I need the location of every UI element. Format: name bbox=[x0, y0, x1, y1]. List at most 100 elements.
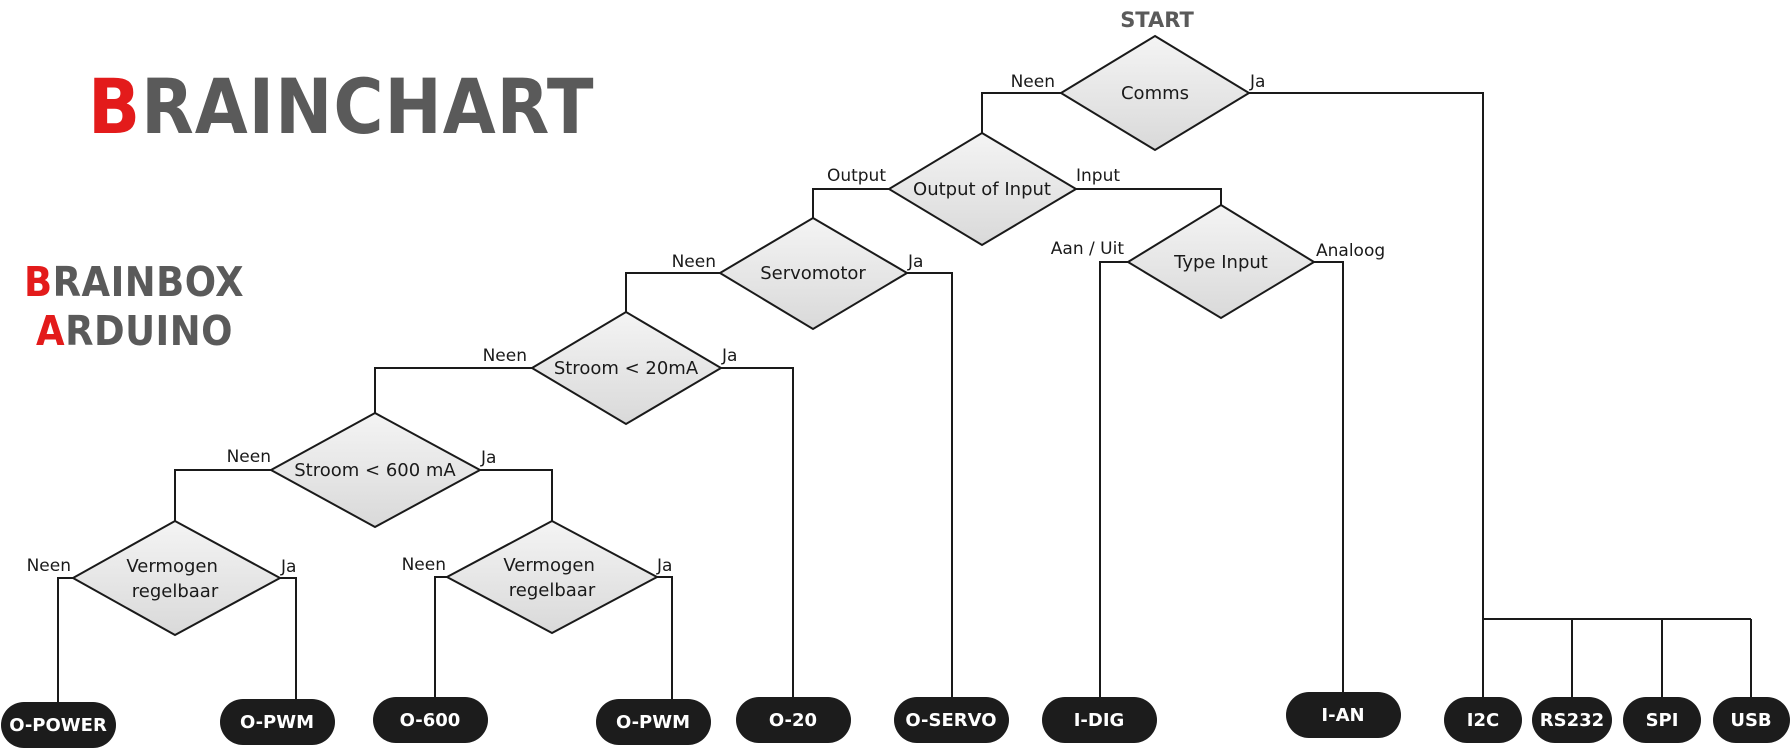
terminal-o-pwm-2: O-PWM bbox=[596, 699, 711, 745]
label-s600-no: Neen bbox=[227, 447, 271, 467]
decision-stroom-20: Stroom < 20mA bbox=[530, 310, 723, 426]
terminal-i-dig: I-DIG bbox=[1042, 697, 1157, 743]
label-servo-yes: Ja bbox=[907, 252, 923, 272]
label-type-analog: Analoog bbox=[1316, 241, 1385, 261]
connector-vr-no bbox=[434, 576, 447, 697]
svg-text:O-SERVO: O-SERVO bbox=[905, 710, 996, 731]
decision-s20-line1: Stroom < 20mA bbox=[554, 358, 699, 379]
label-type-digital: Aan / Uit bbox=[1051, 239, 1125, 259]
decision-stroom-600: Stroom < 600 mA bbox=[268, 411, 483, 529]
label-servo-no: Neen bbox=[672, 252, 716, 272]
terminal-o-servo: O-SERVO bbox=[894, 697, 1009, 743]
decision-vermogen-right: Vermogen regelbaar bbox=[444, 519, 660, 635]
svg-text:I2C: I2C bbox=[1467, 710, 1499, 731]
brainbox-logo: BRAINBOX bbox=[24, 258, 244, 306]
connector-vr-yes bbox=[657, 576, 673, 699]
terminal-rs232: RS232 bbox=[1532, 697, 1612, 743]
svg-text:O-600: O-600 bbox=[400, 710, 461, 731]
arduino-logo: ARDUINO bbox=[36, 307, 233, 355]
terminal-o-pwm-1: O-PWM bbox=[220, 699, 335, 745]
svg-text:Stroom < 600 mA: Stroom < 600 mA bbox=[294, 460, 456, 481]
svg-text:Type Input: Type Input bbox=[1173, 252, 1268, 273]
label-vr-yes: Ja bbox=[656, 556, 672, 576]
decision-ooi-line1: Output of Input bbox=[913, 179, 1051, 200]
decision-servo-line1: Servomotor bbox=[760, 263, 866, 284]
decision-vr-line1: Vermogen bbox=[503, 555, 595, 576]
svg-text:I-DIG: I-DIG bbox=[1074, 710, 1125, 731]
svg-text:I-AN: I-AN bbox=[1321, 705, 1364, 726]
svg-text:ARDUINO: ARDUINO bbox=[36, 307, 233, 355]
brainchart-logo: BRAINCHART bbox=[88, 62, 595, 151]
svg-text:BRAINCHART: BRAINCHART bbox=[88, 62, 595, 151]
terminal-usb: USB bbox=[1713, 697, 1790, 743]
connector-ooi-input bbox=[1076, 188, 1222, 205]
terminal-i2c: I2C bbox=[1444, 697, 1522, 743]
connector-s600-yes bbox=[480, 469, 553, 521]
label-s20-yes: Ja bbox=[721, 346, 737, 366]
start-label: START bbox=[1120, 8, 1194, 32]
decision-type-line1: Type Input bbox=[1173, 252, 1268, 273]
svg-text:O-PWM: O-PWM bbox=[240, 712, 314, 733]
logo-main-rest: RAINCHART bbox=[141, 62, 594, 151]
decision-vl-line1: Vermogen bbox=[126, 556, 218, 577]
svg-text:USB: USB bbox=[1730, 710, 1771, 731]
svg-text:Output of Input: Output of Input bbox=[913, 179, 1051, 200]
svg-text:RS232: RS232 bbox=[1540, 710, 1604, 731]
decision-vermogen-left: Vermogen regelbaar bbox=[70, 519, 283, 637]
connectors bbox=[57, 92, 1752, 702]
label-ooi-output: Output bbox=[827, 166, 886, 186]
label-ooi-input: Input bbox=[1076, 166, 1120, 186]
decision-type-input: Type Input bbox=[1126, 203, 1316, 320]
terminals: O-POWER O-PWM O-600 O-PWM O-20 O-SERVO I… bbox=[1, 692, 1790, 748]
svg-text:O-PWM: O-PWM bbox=[616, 712, 690, 733]
logo-sub1-rest: RAINBOX bbox=[53, 258, 244, 306]
svg-text:BRAINBOX: BRAINBOX bbox=[24, 258, 244, 306]
logo-sub2-rest: RDUINO bbox=[65, 307, 233, 355]
decision-comms-line1: Comms bbox=[1121, 83, 1189, 104]
terminal-o-20: O-20 bbox=[736, 697, 851, 743]
svg-text:Vermogen regelbaar: Vermogen regelbaar bbox=[503, 555, 600, 601]
svg-text:O-POWER: O-POWER bbox=[9, 715, 107, 736]
connector-s600-no bbox=[174, 469, 271, 521]
logo-sub1-initial: B bbox=[24, 258, 53, 306]
decision-vl-line2: regelbaar bbox=[132, 581, 219, 602]
label-s20-no: Neen bbox=[483, 346, 527, 366]
svg-text:SPI: SPI bbox=[1646, 710, 1679, 731]
terminal-spi: SPI bbox=[1623, 697, 1701, 743]
decision-comms: Comms bbox=[1059, 34, 1251, 152]
connector-s20-no bbox=[374, 367, 532, 413]
branch-labels: Neen Ja Output Input Neen Ja Aan / Uit A… bbox=[27, 72, 1386, 577]
label-comms-yes: Ja bbox=[1249, 72, 1265, 92]
svg-text:Servomotor: Servomotor bbox=[760, 263, 866, 284]
terminal-o-power: O-POWER bbox=[1, 702, 116, 748]
decision-s600-line1: Stroom < 600 mA bbox=[294, 460, 456, 481]
label-s600-yes: Ja bbox=[480, 448, 496, 468]
connector-comms-no bbox=[981, 92, 1061, 133]
decision-vr-line2: regelbaar bbox=[509, 580, 596, 601]
connector-vl-no bbox=[57, 577, 73, 702]
connector-type-digital bbox=[1099, 261, 1128, 698]
connector-comms-yes bbox=[1249, 92, 1484, 697]
svg-text:Comms: Comms bbox=[1121, 83, 1189, 104]
connector-s20-yes bbox=[721, 367, 794, 697]
logo-sub2-initial: A bbox=[36, 307, 65, 355]
connector-type-analog bbox=[1314, 261, 1344, 692]
connector-ooi-output bbox=[812, 188, 889, 218]
svg-text:O-20: O-20 bbox=[769, 710, 817, 731]
decision-output-of-input: Output of Input bbox=[887, 131, 1078, 247]
connector-servo-no bbox=[625, 272, 720, 312]
connector-vl-yes bbox=[280, 577, 297, 699]
label-vr-no: Neen bbox=[402, 555, 446, 575]
label-vl-no: Neen bbox=[27, 556, 71, 576]
terminal-i-an: I-AN bbox=[1286, 692, 1401, 738]
connector-servo-yes bbox=[907, 272, 953, 697]
label-comms-no: Neen bbox=[1011, 72, 1055, 92]
svg-text:Vermogen regelbaar: Vermogen regelbaar bbox=[126, 556, 223, 602]
svg-text:Stroom < 20mA: Stroom < 20mA bbox=[554, 358, 699, 379]
terminal-o-600: O-600 bbox=[373, 697, 488, 743]
decision-servomotor: Servomotor bbox=[718, 216, 909, 331]
label-vl-yes: Ja bbox=[280, 557, 296, 577]
logo-main-initial: B bbox=[88, 62, 141, 151]
